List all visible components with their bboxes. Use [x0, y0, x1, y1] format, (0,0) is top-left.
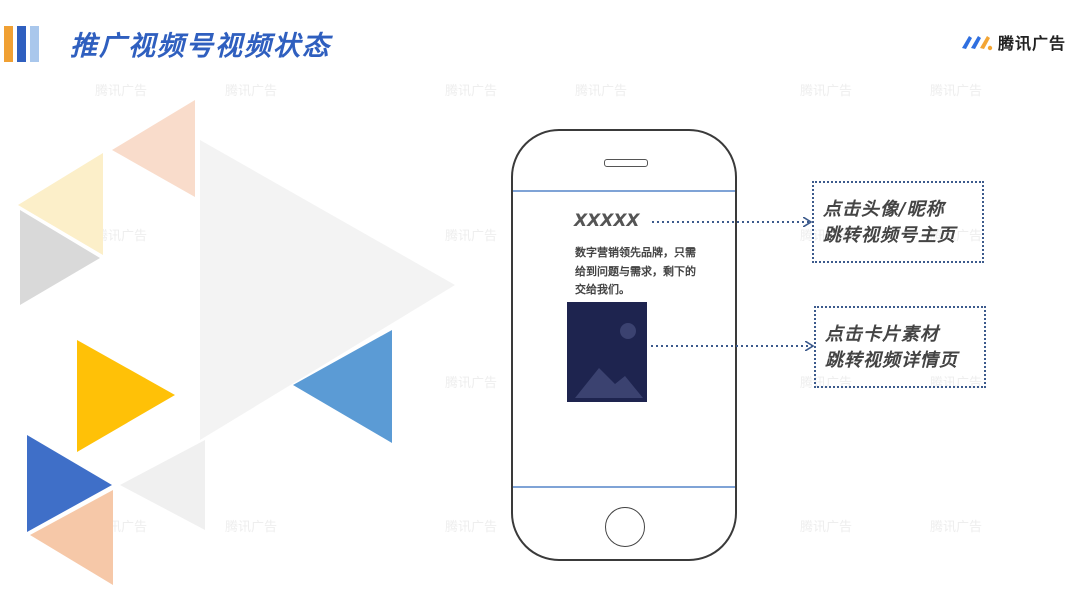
watermark: 腾讯广告: [930, 520, 983, 535]
watermark: 腾讯广告: [445, 229, 498, 244]
callout-profile-line1: 点击头像/昵称: [823, 199, 945, 220]
watermark: 腾讯广告: [95, 229, 148, 244]
watermark: 腾讯广告: [930, 229, 983, 244]
nickname-link[interactable]: XXXXX: [574, 211, 640, 231]
triangle-peach-bottom: [30, 490, 113, 585]
triangle-yellow: [77, 340, 175, 452]
post-description-line: 数字营销领先品牌，只需: [575, 246, 696, 259]
brand: 腾讯广告: [960, 30, 1066, 54]
title-accent-bars: [4, 26, 44, 62]
video-card[interactable]: [567, 302, 647, 402]
triangle-gray-bottom: [120, 440, 205, 530]
triangle-peach-top: [112, 100, 195, 197]
home-button[interactable]: [605, 507, 645, 547]
triangle-light-gray: [20, 210, 100, 305]
phone-screen-bottom-divider: [513, 486, 735, 488]
phone-speaker: [604, 159, 648, 167]
accent-bar-blue: [17, 26, 26, 62]
watermark: 腾讯广告: [930, 84, 983, 99]
triangle-blue: [293, 330, 392, 443]
post-description-line: 给到问题与需求，剩下的: [575, 265, 696, 278]
watermark: 腾讯广告: [575, 84, 628, 99]
watermark: 腾讯广告: [445, 84, 498, 99]
watermark: 腾讯广告: [445, 520, 498, 535]
callout-video-line2: 跳转视频详情页: [825, 350, 958, 371]
page-title: 推广视频号视频状态: [70, 31, 331, 62]
watermark: 腾讯广告: [800, 520, 853, 535]
tencent-ads-logo-icon: [962, 36, 993, 51]
brand-name: 腾讯广告: [998, 34, 1067, 53]
post-description-line: 交给我们。: [575, 283, 630, 296]
watermark: 腾讯广告: [800, 84, 853, 99]
triangle-cream: [18, 153, 103, 255]
callout-video-line1: 点击卡片素材: [825, 324, 939, 345]
callout-profile: 点击头像/昵称 跳转视频号主页: [812, 181, 984, 263]
callout-video-detail: 点击卡片素材 跳转视频详情页: [814, 306, 986, 388]
callout-profile-line2: 跳转视频号主页: [823, 225, 956, 246]
watermark: 腾讯广告: [95, 84, 148, 99]
triangle-dark-blue: [27, 435, 112, 532]
image-placeholder-icon: [575, 323, 643, 398]
watermark: 腾讯广告: [225, 520, 278, 535]
triangle-large-gray: [200, 140, 455, 440]
watermark: 腾讯广告: [445, 376, 498, 391]
accent-bar-orange: [4, 26, 13, 62]
watermark: 腾讯广告: [225, 84, 278, 99]
accent-bar-light-blue: [30, 26, 39, 62]
phone-screen-top-divider: [513, 190, 735, 192]
